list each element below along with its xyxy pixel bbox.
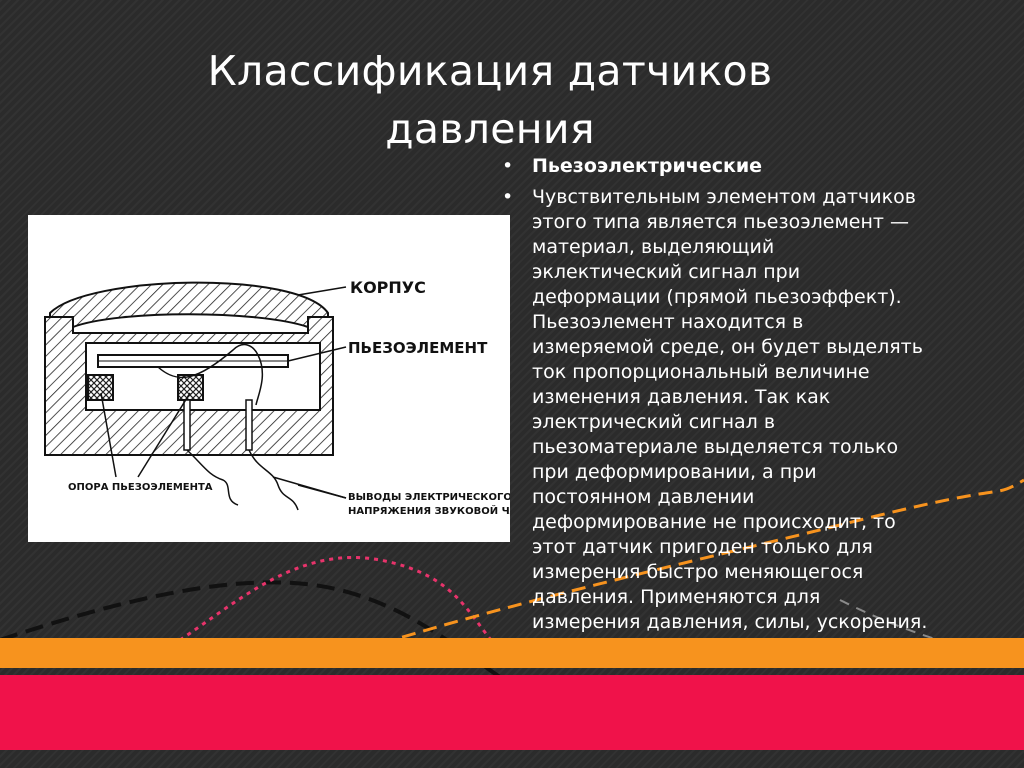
- piezo-support-left: [87, 374, 114, 401]
- orange-dashed-curve: [359, 478, 1024, 652]
- description-line: электрический сигнал в: [532, 411, 776, 433]
- label-leads-1: ВЫВОДЫ ЭЛЕКТРИЧЕСКОГО: [348, 492, 510, 503]
- pink-dotted-curve: [179, 555, 502, 652]
- description-line: давления. Применяются для: [532, 586, 821, 608]
- description-line: ток пропорциональный величине: [532, 361, 870, 383]
- description-line: этого типа является пьезоэлемент —: [532, 211, 910, 233]
- description-line: при деформировании, а при: [532, 461, 817, 483]
- bullet-item-type: • Пьезоэлектрические: [500, 154, 1000, 179]
- description-line: Чувствительным элементом датчиков: [532, 186, 916, 208]
- description-line: материал, выделяющий: [532, 236, 775, 258]
- label-support: ОПОРА ПЬЕЗОЭЛЕМЕНТА: [68, 482, 213, 493]
- output-wire-left: [186, 449, 239, 506]
- bullet-marker: •: [502, 155, 514, 177]
- sensor-drawing: КОРПУС ПЬЕЗОЭЛЕМЕНТ ОПОРА ПЬЕЗОЭЛЕМЕНТА …: [44, 278, 557, 517]
- description-line: измеряемой среде, он будет выделять: [532, 336, 923, 358]
- description-line: этот датчик пригоден только для: [532, 536, 873, 558]
- description-line: эклектический сигнал при: [532, 261, 801, 283]
- label-leads-2: НАПРЯЖЕНИЯ ЗВУКОВОЙ ЧАСТОТЫ: [348, 504, 510, 517]
- title-line-1: Классификация датчиков: [207, 47, 773, 95]
- description-line: постоянном давлении: [532, 486, 755, 508]
- description-line: деформации (прямой пьезоэффект).: [532, 286, 902, 308]
- bullet-heading: Пьезоэлектрические: [532, 155, 763, 177]
- black-dashed-curve: [0, 580, 522, 692]
- description-line: пьезоматериале выделяется только: [532, 436, 899, 458]
- description-line: измерения давления, силы, ускорения.: [532, 611, 928, 633]
- bullet-item-description: • Чувствительным элементом датчиков этог…: [500, 185, 1000, 635]
- output-pin-left: [183, 399, 191, 451]
- housing-lid: [49, 281, 329, 329]
- label-housing: КОРПУС: [350, 278, 426, 297]
- bullet-list: • Пьезоэлектрические • Чувствительным эл…: [500, 154, 1000, 635]
- internal-wire: [157, 343, 264, 406]
- title-line-2: давления: [385, 105, 595, 153]
- orange-band: [0, 638, 1024, 668]
- description-line: изменения давления. Так как: [532, 386, 831, 408]
- output-wire-right: [248, 449, 299, 511]
- description-line: Пьезоэлемент находится в: [532, 311, 804, 333]
- bullet-marker: •: [502, 186, 514, 208]
- label-piezo: ПЬЕЗОЭЛЕМЕНТ: [348, 339, 488, 357]
- output-pin-right: [245, 399, 253, 451]
- description-line: измерения быстро меняющегося: [532, 561, 864, 583]
- sensor-diagram: КОРПУС ПЬЕЗОЭЛЕМЕНТ ОПОРА ПЬЕЗОЭЛЕМЕНТА …: [28, 215, 557, 542]
- description-line: деформирование не происходит, то: [532, 511, 896, 533]
- red-band: [0, 675, 1024, 750]
- piezo-support-right: [177, 374, 204, 401]
- slide-title: Классификация датчиков давления: [120, 42, 860, 158]
